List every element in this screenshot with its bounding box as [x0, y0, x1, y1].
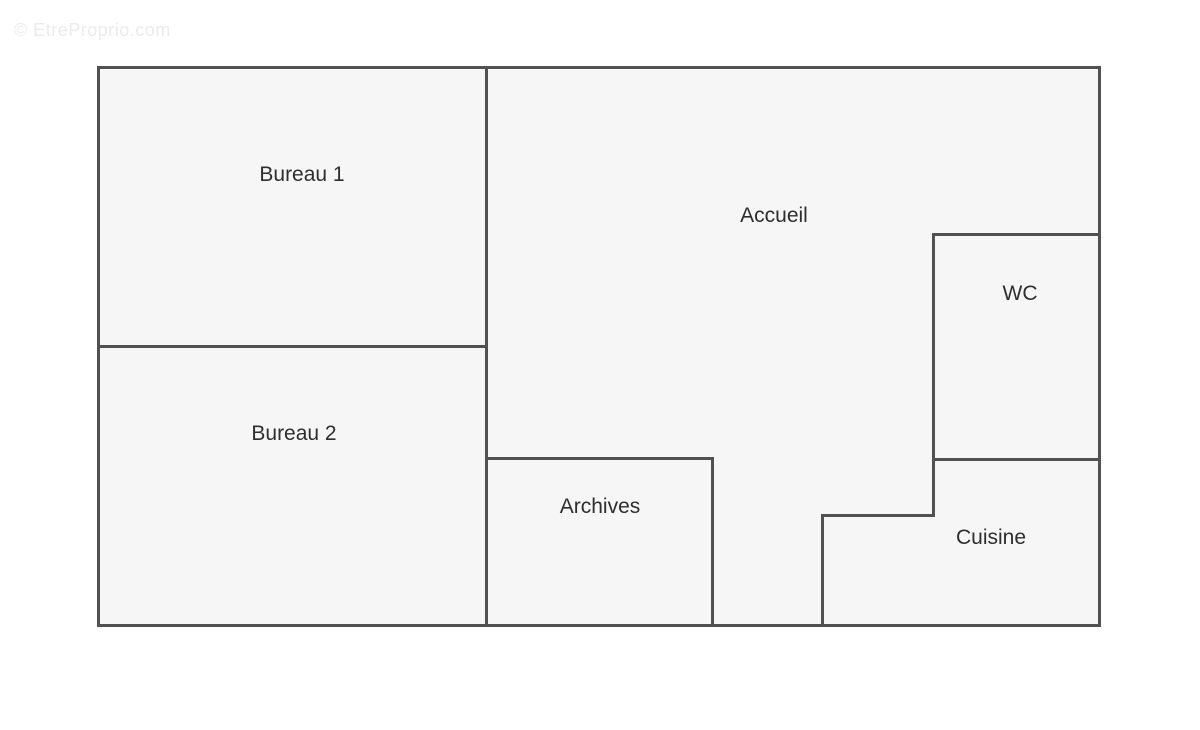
room-label-archives: Archives — [559, 495, 641, 518]
room-label-accueil: Accueil — [740, 204, 808, 227]
wall-archives-right — [711, 457, 714, 624]
floor-plan: Bureau 1 Bureau 2 Accueil WC Archives Cu… — [97, 66, 1101, 627]
wall-bureau-divider — [100, 345, 488, 348]
watermark: © EtreProprio.com — [14, 20, 171, 40]
room-label-wc: WC — [1002, 282, 1038, 305]
wall-wc-bottom — [932, 458, 1098, 461]
wall-cuisine-notch-v — [821, 514, 824, 624]
wall-archives-top — [485, 457, 714, 460]
room-label-bureau-1: Bureau 1 — [259, 163, 345, 186]
wall-cuisine-notch-h — [821, 514, 935, 517]
room-label-bureau-2: Bureau 2 — [251, 422, 337, 445]
room-label-cuisine: Cuisine — [955, 526, 1027, 549]
wall-wc-top — [932, 233, 1098, 236]
wall-wc-left — [932, 233, 935, 517]
